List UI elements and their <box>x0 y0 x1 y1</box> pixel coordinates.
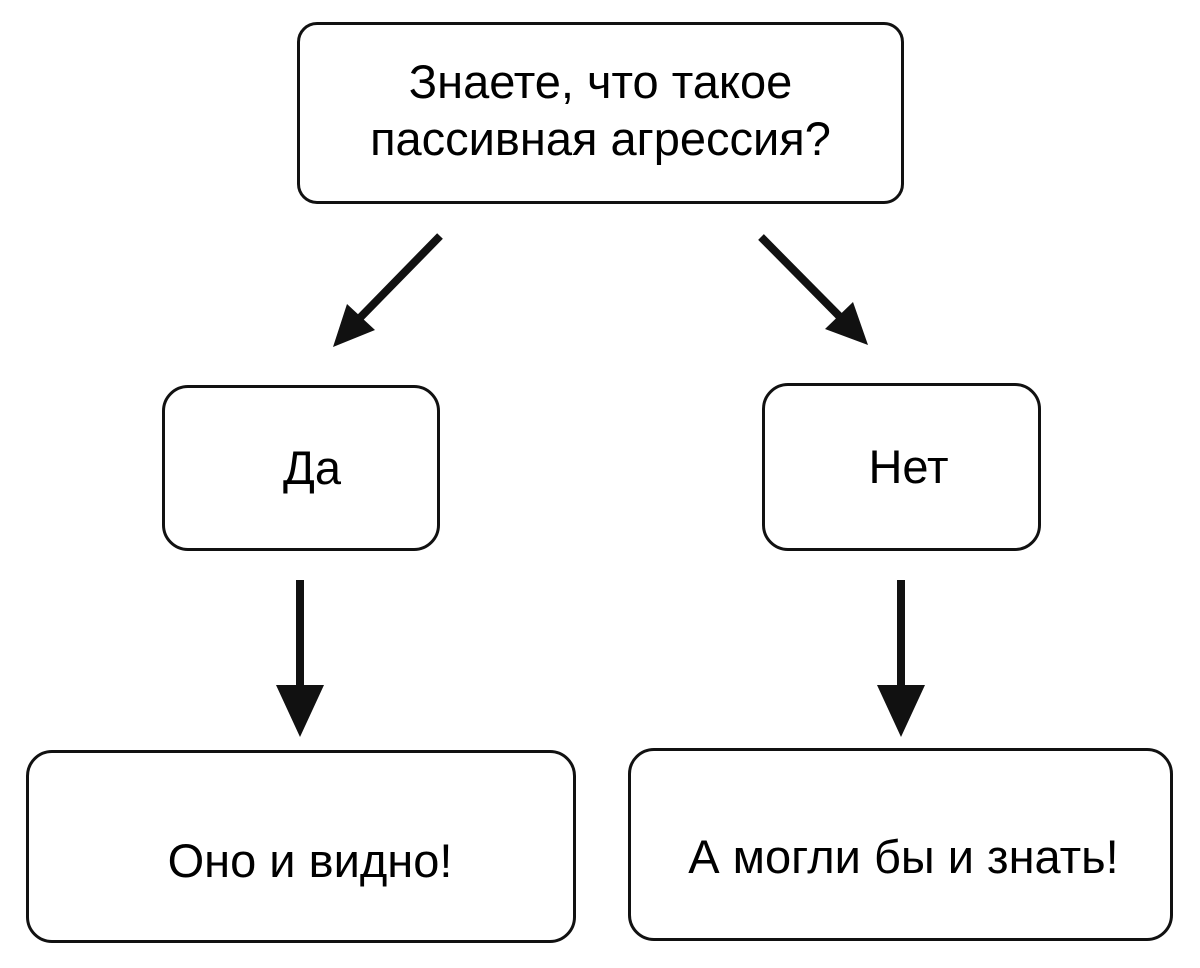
node-yes[interactable]: Да <box>162 385 440 551</box>
node-no-result[interactable]: А могли бы и знать! <box>628 748 1173 941</box>
node-no[interactable]: Нет <box>762 383 1041 551</box>
edge-question-to-yes <box>333 233 443 347</box>
edge-yes-to-yes-result <box>276 580 324 737</box>
edge-question-to-no <box>758 234 868 345</box>
node-yes-result[interactable]: Оно и видно! <box>26 750 576 943</box>
node-question[interactable]: Знаете, что такое пассивная агрессия? <box>297 22 904 204</box>
edge-no-to-no-result <box>877 580 925 737</box>
